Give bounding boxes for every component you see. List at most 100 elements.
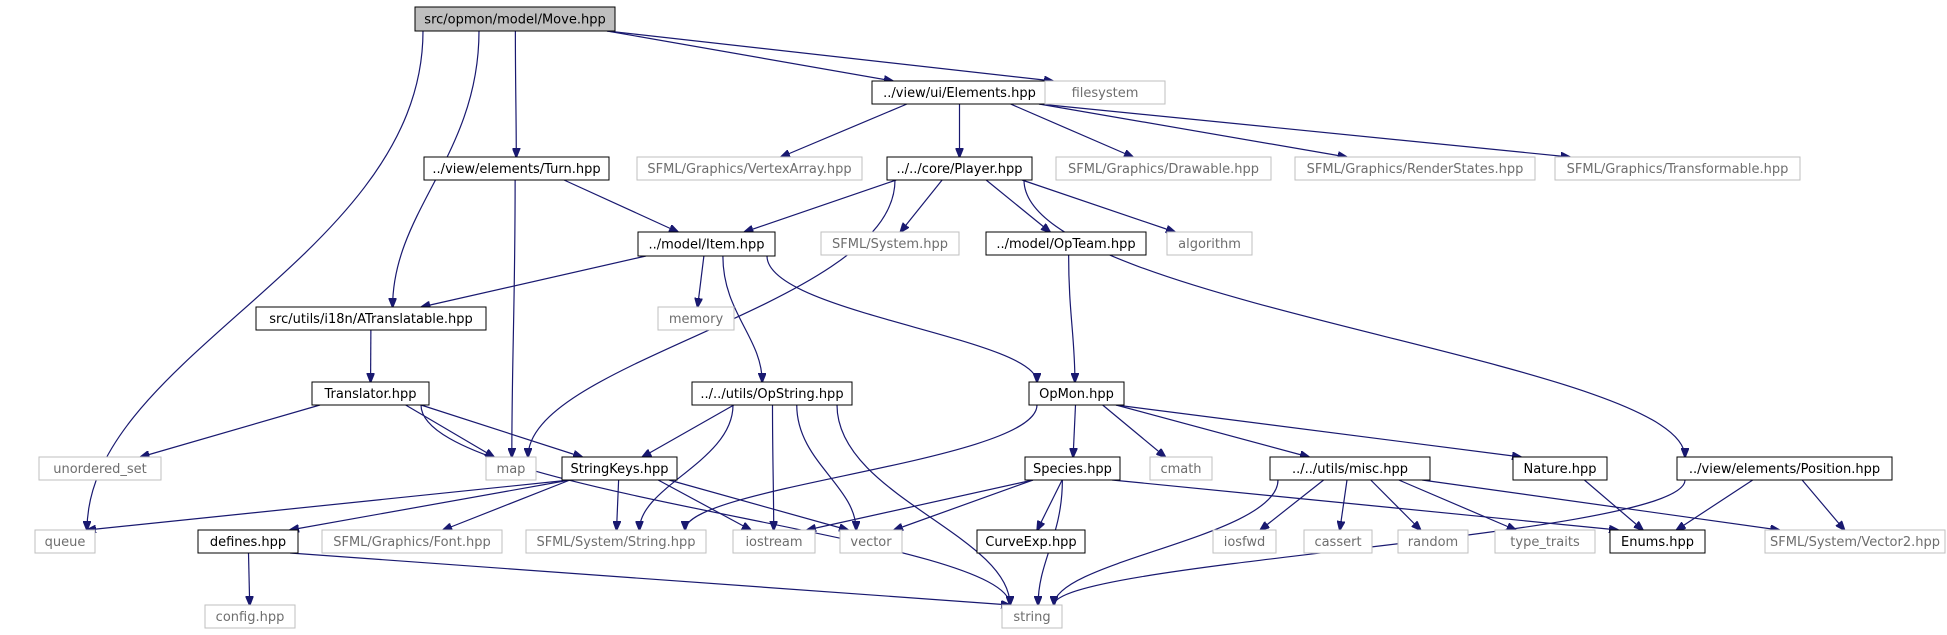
node-label-misc: ../../utils/misc.hpp [1292, 462, 1408, 477]
node-translator[interactable]: Translator.hpp [311, 381, 430, 406]
node-label-map: map [497, 462, 526, 477]
node-box-queue [34, 529, 96, 554]
node-random: random [1397, 529, 1469, 554]
edge-opmon-to-string_hpp [685, 404, 1038, 530]
edge-species-to-enums [1111, 479, 1618, 530]
node-label-unordered_set: unordered_set [53, 462, 146, 477]
edge-position-to-vector2 [1801, 479, 1844, 530]
edge-player-to-algorithm [1021, 179, 1175, 232]
node-box-item [637, 231, 776, 257]
node-box-atranslatable [255, 306, 487, 331]
node-box-renderstates [1294, 156, 1536, 181]
edge-opstring-to-iostream [773, 404, 774, 530]
node-nature[interactable]: Nature.hpp [1512, 456, 1608, 481]
node-label-position: ../view/elements/Position.hpp [1689, 462, 1880, 477]
edge-root-to-elements [606, 30, 893, 81]
node-box-defines [197, 529, 299, 554]
node-enums[interactable]: Enums.hpp [1609, 529, 1706, 554]
node-defines[interactable]: defines.hpp [197, 529, 299, 554]
edge-misc-to-vector2 [1421, 479, 1779, 530]
node-label-player: ../../core/Player.hpp [897, 162, 1023, 177]
node-label-type_traits: type_traits [1510, 535, 1580, 550]
node-vector: vector [839, 529, 903, 554]
edge-stringkeys-to-vector [668, 479, 848, 530]
node-stringkeys[interactable]: StringKeys.hpp [561, 456, 678, 481]
edge-stringkeys-to-iostream [657, 479, 751, 530]
edge-stringkeys-to-queue [87, 479, 571, 530]
edge-stringkeys-to-string_hpp [617, 479, 619, 530]
edge-elements-to-transformable [1038, 103, 1570, 157]
edge-root-to-turn [515, 30, 516, 157]
node-box-font [321, 529, 503, 554]
node-unordered_set: unordered_set [38, 456, 162, 481]
edge-player-to-item [744, 179, 897, 232]
edge-misc-to-type_traits [1398, 479, 1516, 530]
node-label-species: Species.hpp [1033, 462, 1112, 477]
node-elements[interactable]: ../view/ui/Elements.hpp [871, 80, 1048, 105]
node-root[interactable]: src/opmon/model/Move.hpp [414, 6, 616, 32]
node-turn[interactable]: ../view/elements/Turn.hpp [423, 156, 610, 181]
node-box-opmon [1028, 381, 1125, 406]
node-label-nature: Nature.hpp [1524, 462, 1597, 477]
node-box-algorithm [1166, 231, 1253, 256]
node-box-cassert [1303, 529, 1373, 554]
edge-opmon-to-species [1073, 404, 1075, 457]
node-box-stringkeys [561, 456, 678, 481]
node-transformable: SFML/Graphics/Transformable.hpp [1554, 156, 1801, 181]
node-cassert: cassert [1303, 529, 1373, 554]
edge-root-to-queue [87, 30, 424, 530]
edge-opmon-to-nature [1115, 404, 1521, 457]
node-queue: queue [34, 529, 96, 554]
node-iostream: iostream [732, 529, 816, 554]
node-box-drawable [1055, 156, 1272, 181]
node-box-map [485, 456, 537, 481]
node-filesystem: filesystem [1044, 80, 1166, 105]
edge-translator-to-stringkeys [420, 404, 582, 457]
edge-opstring-to-string [836, 404, 1010, 605]
node-player[interactable]: ../../core/Player.hpp [886, 156, 1033, 181]
node-label-filesystem: filesystem [1072, 86, 1139, 101]
node-label-config: config.hpp [216, 610, 285, 625]
node-label-enums: Enums.hpp [1621, 535, 1694, 550]
node-font: SFML/Graphics/Font.hpp [321, 529, 503, 554]
node-item[interactable]: ../model/Item.hpp [637, 231, 776, 257]
node-opteam[interactable]: ../model/OpTeam.hpp [985, 231, 1147, 256]
node-box-opteam [985, 231, 1147, 256]
node-label-curveexp: CurveExp.hpp [985, 535, 1076, 550]
node-position[interactable]: ../view/elements/Position.hpp [1676, 456, 1893, 481]
node-atranslatable[interactable]: src/utils/i18n/ATranslatable.hpp [255, 306, 487, 331]
node-misc[interactable]: ../../utils/misc.hpp [1269, 456, 1431, 481]
node-box-position [1676, 456, 1893, 481]
edge-nature-to-enums [1583, 479, 1643, 530]
edge-misc-to-iosfwd [1260, 479, 1325, 530]
edge-player-to-opteam [985, 179, 1050, 232]
edge-opmon-to-misc [1115, 404, 1309, 457]
node-opmon[interactable]: OpMon.hpp [1028, 381, 1125, 406]
node-label-sfmlsystem: SFML/System.hpp [832, 237, 948, 252]
node-label-opteam: ../model/OpTeam.hpp [996, 237, 1135, 252]
node-drawable: SFML/Graphics/Drawable.hpp [1055, 156, 1272, 181]
edge-defines-to-string [289, 552, 1010, 605]
node-box-memory [657, 306, 735, 331]
node-curveexp[interactable]: CurveExp.hpp [976, 529, 1086, 554]
node-label-item: ../model/Item.hpp [649, 238, 765, 253]
edge-stringkeys-to-defines [290, 479, 571, 530]
node-label-renderstates: SFML/Graphics/RenderStates.hpp [1307, 162, 1524, 177]
edge-opstring-to-stringkeys [642, 404, 735, 457]
node-box-player [886, 156, 1033, 181]
node-label-opstring: ../../utils/OpString.hpp [700, 387, 843, 402]
edge-species-to-iostream [807, 479, 1034, 530]
node-label-string_hpp: SFML/System/String.hpp [536, 535, 695, 550]
node-opstring[interactable]: ../../utils/OpString.hpp [691, 381, 853, 406]
node-box-config [204, 604, 296, 629]
node-type_traits: type_traits [1494, 529, 1596, 554]
edge-opstring-to-string_hpp [639, 404, 734, 530]
node-species[interactable]: Species.hpp [1024, 456, 1121, 481]
node-string: string [1001, 604, 1063, 629]
node-label-vector: vector [850, 535, 892, 550]
edge-item-to-atranslatable [421, 255, 647, 307]
node-box-vector2 [1764, 529, 1946, 554]
node-label-vertexarray: SFML/Graphics/VertexArray.hpp [647, 162, 851, 177]
node-box-filesystem [1044, 80, 1166, 105]
node-box-opstring [691, 381, 853, 406]
